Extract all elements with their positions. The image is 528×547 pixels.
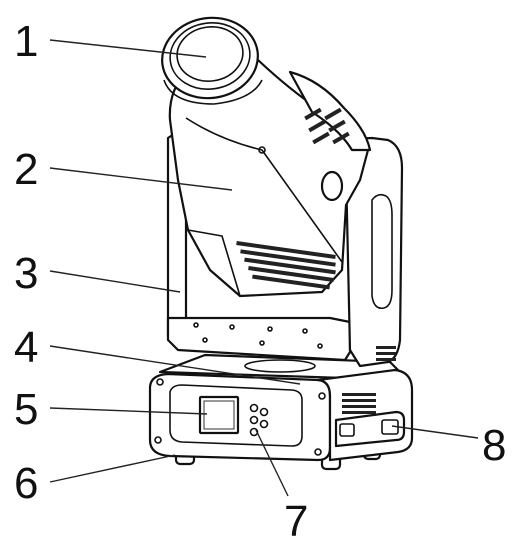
control-button	[259, 419, 269, 429]
head-vents-lower	[236, 241, 336, 290]
leader-lines	[49, 39, 479, 497]
callout-7: 7	[284, 497, 308, 546]
control-button	[249, 415, 259, 425]
screw	[229, 324, 235, 330]
screw	[259, 340, 265, 346]
callout-5: 5	[14, 385, 38, 434]
lens-collar	[163, 79, 263, 105]
callout-numbers: 1 2 3 4 5 6 7 8	[14, 17, 506, 546]
screw	[258, 146, 266, 154]
head-vents-upper	[304, 107, 350, 145]
leader-6	[49, 454, 176, 483]
leader-5	[49, 407, 208, 415]
screw	[154, 436, 162, 444]
control-button	[249, 403, 259, 413]
yoke-crossplate	[166, 316, 352, 362]
leader-2	[49, 167, 233, 191]
lcd-screen	[203, 400, 235, 430]
yoke	[166, 128, 404, 368]
body-crease	[185, 117, 343, 263]
callout-3: 3	[14, 249, 38, 298]
right-arm-inset	[371, 193, 393, 310]
screw	[202, 337, 208, 343]
leader-3	[49, 270, 181, 293]
lcd-display	[198, 395, 240, 435]
leader-7	[255, 429, 289, 497]
screw	[193, 322, 199, 328]
screw	[302, 328, 308, 334]
rotation-ring	[244, 359, 316, 373]
front-inset	[169, 384, 303, 447]
body-crease	[187, 229, 241, 297]
screw	[317, 343, 323, 349]
moving-head	[161, 16, 372, 298]
side-vents	[342, 393, 376, 414]
callout-6: 6	[14, 459, 38, 508]
front-lens	[176, 26, 244, 82]
screw	[318, 392, 326, 400]
leader-4	[49, 345, 301, 385]
base-unit	[148, 353, 414, 471]
callout-1: 1	[14, 17, 38, 66]
lens-outer	[161, 16, 259, 100]
screw	[156, 378, 164, 386]
callout-2: 2	[14, 145, 38, 194]
leader-8	[391, 425, 479, 439]
control-button	[259, 407, 269, 417]
callout-8: 8	[482, 421, 506, 470]
screw	[314, 448, 322, 456]
leader-1	[49, 39, 207, 58]
power-connector	[339, 423, 355, 437]
lens-ring	[169, 22, 251, 90]
tilt-knob	[320, 170, 344, 202]
callout-4: 4	[14, 323, 38, 372]
screw	[267, 326, 273, 332]
